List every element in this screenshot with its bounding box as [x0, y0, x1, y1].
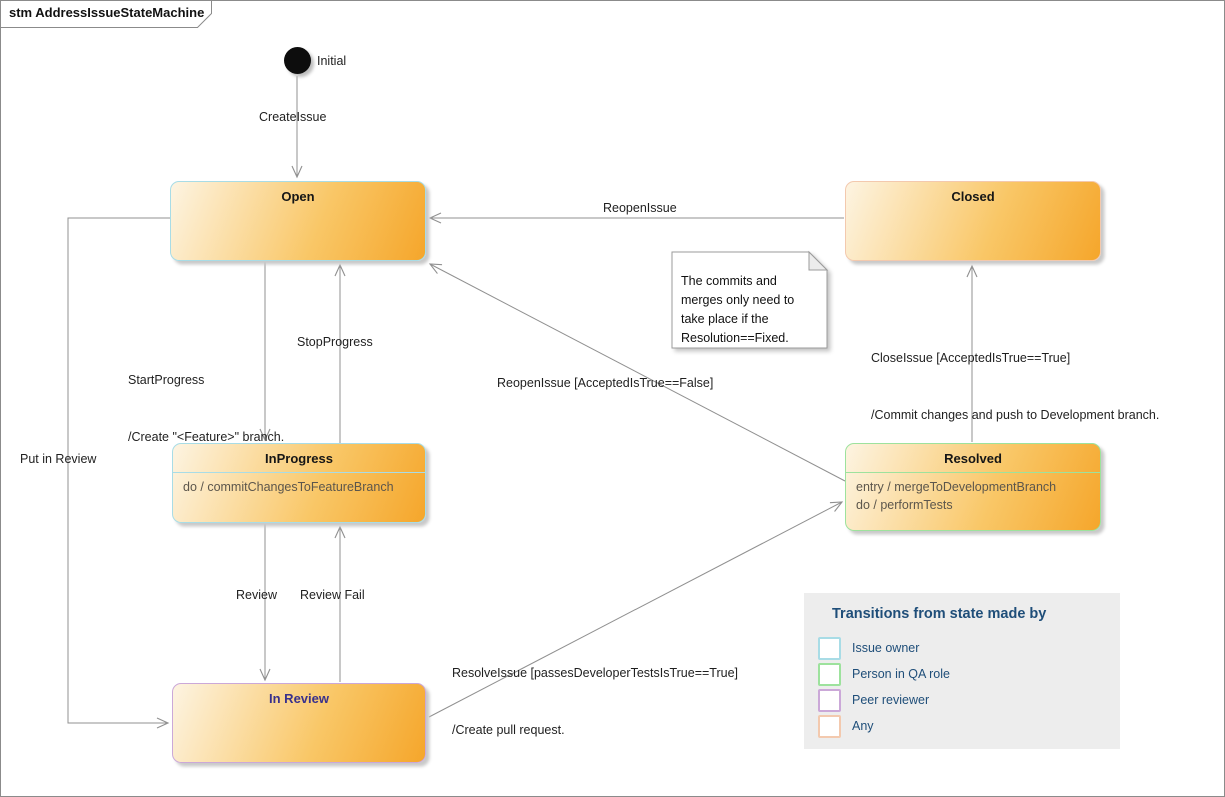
state-inprogress-activity: do / commitChangesToFeatureBranch — [183, 480, 394, 494]
note-text: The commits and merges only need to take… — [681, 274, 795, 345]
label-review-fail: Review Fail — [300, 588, 365, 602]
state-inprogress-divider — [173, 472, 425, 473]
label-stop-progress: StopProgress — [297, 335, 373, 349]
legend-item-issue-owner: Issue owner — [818, 636, 919, 660]
legend-item-peer-reviewer: Peer reviewer — [818, 688, 929, 712]
state-inprogress-title: InProgress — [265, 450, 333, 466]
state-resolved-activities: entry / mergeToDevelopmentBranch do / pe… — [846, 473, 1100, 514]
state-open-title: Open — [281, 188, 315, 204]
transition-resolve-issue-line — [428, 501, 844, 718]
state-in-review-title: In Review — [269, 690, 329, 706]
state-open: Open — [170, 181, 426, 261]
any-swatch-icon — [818, 714, 841, 738]
state-resolved-entry-activity: entry / mergeToDevelopmentBranch — [856, 480, 1057, 494]
state-resolved-do-activity: do / performTests — [856, 498, 953, 512]
transition-put-in-review-line — [67, 217, 171, 729]
state-resolved: Resolved entry / mergeToDevelopmentBranc… — [845, 443, 1101, 531]
legend-title: Transitions from state made by — [832, 606, 1047, 622]
label-reopen-issue: ReopenIssue — [603, 201, 677, 215]
label-review: Review — [236, 588, 277, 602]
transition-lines — [67, 76, 978, 729]
state-resolved-title: Resolved — [944, 450, 1002, 466]
state-resolved-divider — [846, 472, 1100, 473]
frame-title-tab — [0, 0, 212, 28]
state-closed: Closed — [845, 181, 1101, 261]
legend-item-any: Any — [818, 714, 874, 738]
legend-item-qa-role: Person in QA role — [818, 662, 950, 686]
qa-role-swatch-icon — [818, 662, 841, 686]
peer-reviewer-swatch-icon — [818, 688, 841, 712]
note-shape — [671, 250, 829, 349]
label-reopen-issue-false: ReopenIssue [AcceptedIsTrue==False] — [497, 376, 714, 390]
note-fold-corner-icon — [808, 250, 829, 271]
legend: Transitions from state made by Issue own… — [804, 593, 1120, 749]
state-in-review: In Review — [172, 683, 426, 763]
label-resolve-issue: ResolveIssue [passesDeveloperTestsIsTrue… — [452, 666, 739, 737]
diagram-title: stm AddressIssueStateMachine — [9, 5, 205, 20]
label-put-in-review: Put in Review — [20, 452, 97, 466]
state-inprogress: InProgress do / commitChangesToFeatureBr… — [172, 443, 426, 523]
transition-reopen-issue-false-line — [428, 263, 846, 482]
issue-owner-swatch-icon — [818, 636, 841, 660]
state-closed-title: Closed — [951, 188, 995, 204]
label-start-progress: StartProgress /Create "<Feature>" branch… — [128, 373, 285, 444]
initial-state-icon — [284, 47, 311, 74]
initial-state-label: Initial — [317, 54, 347, 68]
label-create-issue: CreateIssue — [259, 110, 327, 124]
label-close-issue: CloseIssue [AcceptedIsTrue==True] /Commi… — [871, 351, 1160, 422]
